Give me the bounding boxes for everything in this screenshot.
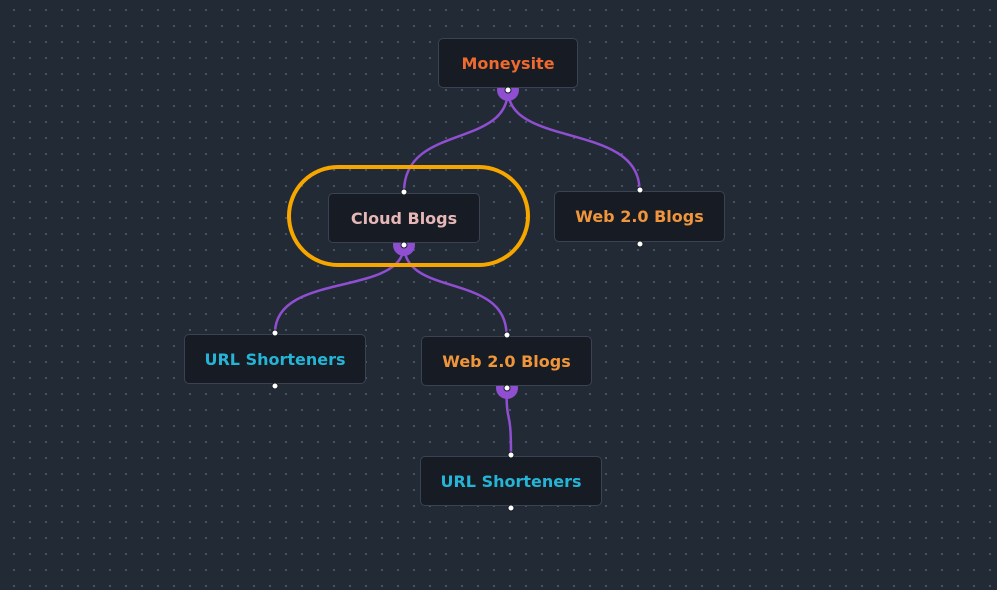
node-label: Web 2.0 Blogs [575, 207, 704, 226]
target-handle[interactable] [507, 451, 515, 459]
source-handle[interactable] [504, 86, 512, 94]
edge-cloud-to-url_left[interactable] [273, 244, 406, 334]
source-handle[interactable] [507, 504, 515, 512]
source-handle[interactable] [636, 240, 643, 248]
node-cloud-blogs[interactable]: Cloud Blogs [328, 193, 480, 243]
node-label: Cloud Blogs [350, 208, 458, 228]
node-label: Moneysite [461, 53, 555, 73]
node-url-shorteners-left[interactable]: URL Shorteners [184, 334, 366, 384]
node-web20-blogs-right[interactable]: Web 2.0 Blogs [554, 191, 725, 242]
target-handle[interactable] [400, 188, 408, 196]
node-web20-blogs-mid[interactable]: Web 2.0 Blogs [421, 336, 592, 386]
target-handle[interactable] [271, 329, 279, 337]
node-label: URL Shorteners [440, 471, 582, 491]
target-handle[interactable] [636, 186, 643, 194]
node-label: Web 2.0 Blogs [442, 351, 571, 371]
node-moneysite[interactable]: Moneysite [438, 38, 578, 88]
source-handle[interactable] [271, 382, 279, 390]
edge-moneysite-to-cloud[interactable] [402, 89, 510, 193]
edge-moneysite-to-web20_right[interactable] [506, 89, 641, 191]
node-label: URL Shorteners [204, 349, 346, 369]
source-handle[interactable] [400, 241, 408, 249]
source-handle[interactable] [503, 384, 510, 392]
edge-cloud-to-web20_mid[interactable] [402, 244, 508, 336]
node-url-shorteners-bottom[interactable]: URL Shorteners [420, 456, 602, 506]
target-handle[interactable] [503, 331, 510, 339]
